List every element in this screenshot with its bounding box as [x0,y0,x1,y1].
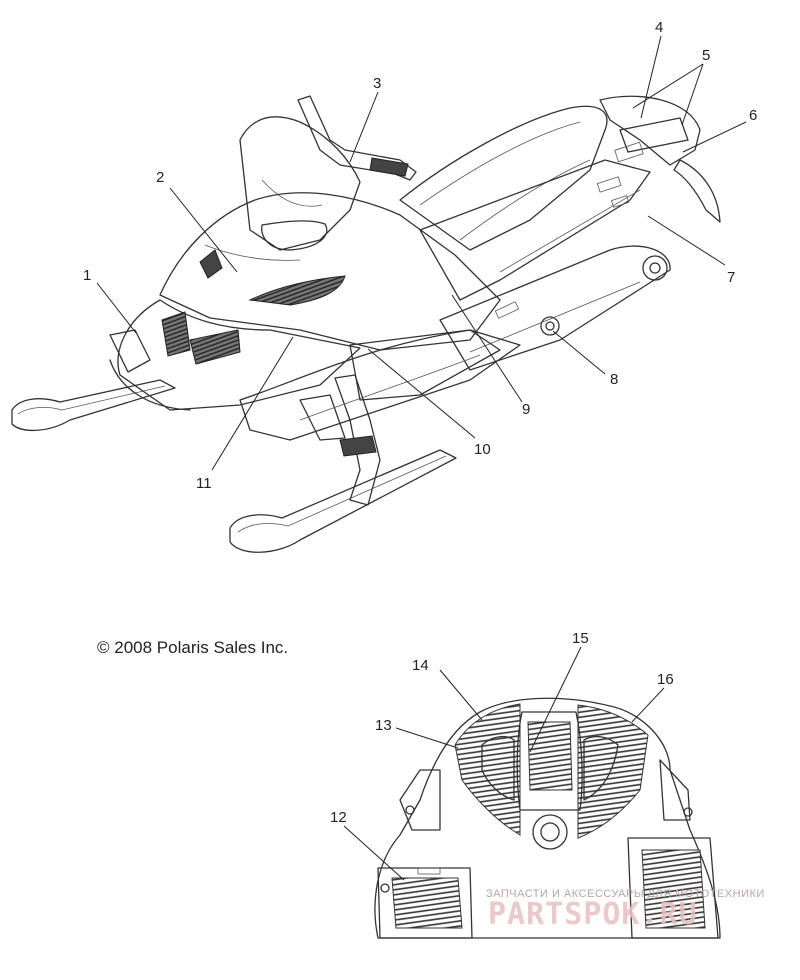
callout-16: 16 [657,671,674,688]
callout-4: 4 [655,19,663,36]
snowmobile-drawing [11,95,721,553]
callout-3: 3 [373,75,381,92]
callout-15: 15 [572,630,589,647]
copyright-notice: © 2008 Polaris Sales Inc. [97,638,289,657]
callout-9: 9 [522,401,530,418]
callout-1: 1 [83,267,91,284]
callout-12: 12 [330,809,347,826]
callout-5: 5 [702,47,710,64]
callout-10: 10 [474,441,491,458]
callout-numbers: 1 2 3 4 5 6 7 8 9 10 11 12 13 14 15 16 [83,19,757,826]
callout-11: 11 [196,475,212,492]
callout-13: 13 [375,717,392,734]
callout-6: 6 [749,107,757,124]
watermark-subtitle: ЗАПЧАСТИ И АКСЕССУАРЫ ДЛЯ МОТОТЕХНИКИ [486,888,765,900]
callout-14: 14 [412,657,429,674]
watermark-logo: PARTSPOK.RU [488,897,698,932]
callout-leaders [96,35,747,881]
callout-2: 2 [156,169,164,186]
hood-top-view-drawing [374,697,721,939]
callout-8: 8 [610,371,618,388]
callout-7: 7 [727,269,735,286]
